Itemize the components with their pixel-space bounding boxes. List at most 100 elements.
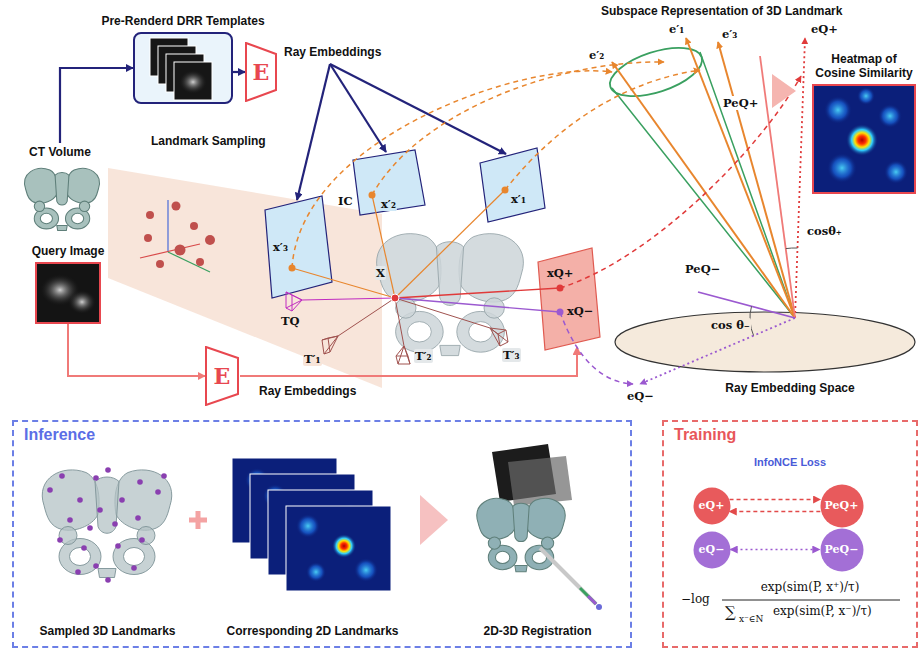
camera-ray (302, 298, 395, 300)
math-label: TQ (280, 314, 301, 328)
image-plane (480, 148, 545, 222)
node-text: Corresponding 2D Landmarks (226, 624, 398, 638)
query-image: Query Image (35, 262, 101, 324)
landmark-dot (47, 487, 53, 493)
node-text: Heatmap of Cosine Similarity (814, 52, 914, 80)
landmark-dot (146, 211, 154, 219)
template-vector (686, 38, 795, 318)
heatmap-fill (286, 506, 391, 591)
math-label: xQ− (566, 304, 595, 318)
math-label: T′₂ (414, 349, 433, 363)
figure-panel: 2D-3D Registration (452, 440, 624, 642)
circle-outline (820, 528, 863, 571)
correspondence-curve (505, 70, 700, 190)
math-label: e′₂ (588, 48, 605, 62)
angle-arc (786, 247, 798, 249)
projection-ray (395, 190, 505, 298)
node-text: E (253, 59, 270, 85)
connector (730, 499, 821, 501)
query-vector (795, 38, 805, 318)
landmark-dot (196, 258, 204, 266)
landmark-dot (81, 545, 87, 551)
landmark-dot (105, 467, 111, 473)
landmark-dot (144, 234, 152, 242)
connector (60, 68, 133, 143)
landmark-dot (57, 537, 63, 543)
math-label: xQ+ (546, 266, 575, 280)
math-label: cos θ₋ (710, 318, 751, 332)
instrument (540, 548, 596, 604)
node-text: PeQ+ (825, 499, 859, 512)
math-label: x′₃ (272, 240, 289, 254)
node-text: Training (674, 426, 736, 444)
heatmap-blob (857, 87, 875, 105)
query-glow (68, 290, 96, 314)
landmark-dot (75, 569, 81, 575)
heatmap-blob (824, 96, 852, 124)
node-text: eQ− (699, 543, 725, 556)
landmark-dot (87, 525, 93, 531)
formula-term: ∑ (724, 603, 737, 621)
landmark-dot (135, 515, 141, 521)
camera-frustum (490, 328, 508, 346)
landmark-dot (161, 473, 167, 479)
sampled-pelvis (42, 470, 172, 578)
sampled-landmarks (47, 467, 167, 583)
heatmap-blob (884, 160, 908, 184)
connector (731, 549, 820, 551)
formula-term: −log (680, 592, 711, 606)
math-label: IC (337, 194, 354, 208)
heatmap-blob (878, 104, 902, 128)
landmark-dot (105, 577, 111, 583)
circle-outline (693, 531, 730, 568)
ct-volume: CT Volume (8, 143, 112, 243)
query-plane (538, 248, 600, 350)
math-label: eQ+ (810, 22, 839, 36)
camera-frustum (286, 292, 302, 311)
heatmap-blob (296, 514, 320, 538)
template-box: Pre-Renderd DRR Templates (133, 32, 233, 104)
heatmap-blob (354, 558, 378, 582)
landmark-dot (119, 497, 125, 503)
landmark-dot (77, 497, 83, 503)
drr-image (174, 62, 212, 100)
correspondence-curve (560, 312, 633, 384)
flow-triangle (772, 74, 796, 108)
drr-glow (179, 70, 207, 94)
math-label: x′₁ (510, 192, 527, 206)
camera-frustum (396, 346, 410, 364)
landmark-dot (67, 517, 73, 523)
figure-panel: Sampled 3D Landmarks (22, 448, 194, 642)
axis-line (140, 244, 200, 258)
node-text: 2D-3D Registration (483, 624, 591, 638)
landmark-dot (112, 521, 118, 527)
embedding-arrow (330, 64, 506, 154)
landmark-point (391, 294, 399, 302)
landmark-dot (139, 537, 145, 543)
node-text: Query Image (32, 244, 105, 258)
section-label: Ray Embedding Space (724, 381, 855, 395)
section-label: Subspace Representation of 3D Landmark (600, 4, 843, 18)
correspondence-curve (292, 71, 612, 268)
figure-panel: Corresponding 2D Landmarks (216, 448, 410, 642)
embedding-circle: PeQ− (820, 528, 864, 572)
heatmap-panel: Heatmap of Cosine Similarity (812, 84, 916, 194)
landmark-dot (156, 260, 164, 268)
math-label: cosθ₊ (806, 224, 843, 238)
heatmap-blob (827, 153, 857, 183)
landmark-dot (93, 563, 99, 569)
camera-frustum (322, 336, 338, 354)
encoder-outline (246, 43, 276, 101)
encoder-block: E (245, 42, 277, 102)
node-text: E (214, 363, 231, 389)
landmark-dot (205, 235, 215, 245)
encoder-block: E (205, 346, 239, 406)
formula-term: exp(sim(P, x⁻)/τ) (772, 604, 873, 618)
node-text: PeQ− (825, 543, 859, 556)
section-label: Ray Embeddings (283, 45, 382, 59)
landmark-dot (131, 565, 137, 571)
heatmap-blob (306, 562, 326, 582)
connector (233, 71, 245, 73)
section-label: Landmark Sampling (150, 134, 267, 148)
